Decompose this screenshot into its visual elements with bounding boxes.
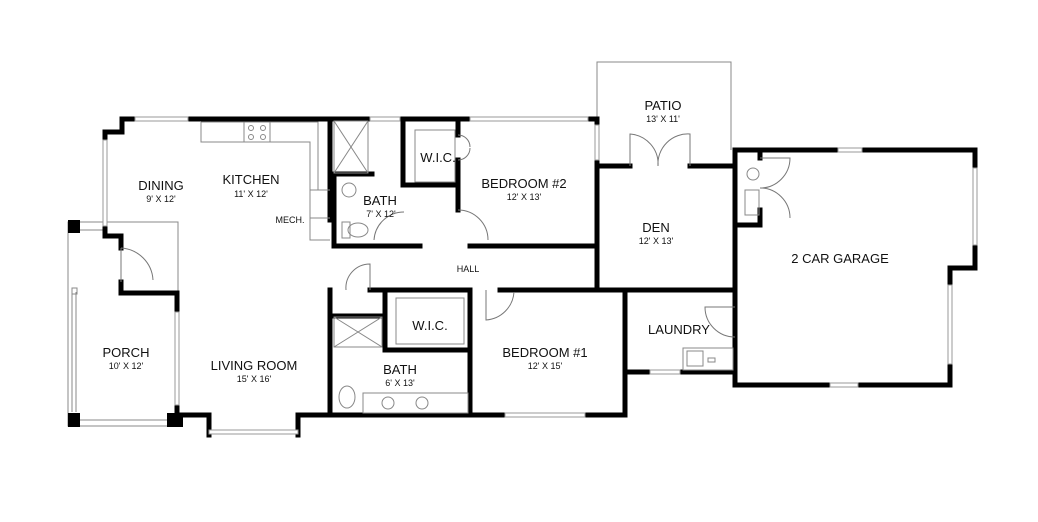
room-wic-lower: W.I.C. (412, 318, 447, 333)
room-name: PORCH (103, 345, 150, 360)
fixtures (200, 120, 760, 414)
windows (102, 116, 978, 435)
room-name: BEDROOM #2 (481, 176, 566, 191)
room-name: BEDROOM #1 (502, 345, 587, 360)
room-name: DEN (642, 220, 669, 235)
room-name: BATH (363, 193, 397, 208)
room-hall: HALL (457, 264, 480, 274)
room-size: 6' X 13' (385, 378, 415, 388)
room-bath-upper: BATH 7' X 12' (363, 193, 397, 219)
room-name: BATH (383, 362, 417, 377)
interior-walls (327, 116, 763, 418)
room-dining: DINING 9' X 12' (138, 178, 184, 204)
room-patio: PATIO 13' X 11' (644, 98, 681, 124)
room-size: 10' X 12' (109, 361, 144, 371)
room-name: KITCHEN (222, 172, 279, 187)
porch-structure (67, 220, 183, 427)
room-bedroom-1: BEDROOM #1 12' X 15' (502, 345, 587, 371)
room-porch: PORCH 10' X 12' (103, 345, 150, 371)
room-den: DEN 12' X 13' (639, 220, 674, 246)
room-garage: 2 CAR GARAGE (791, 251, 889, 266)
room-name: DINING (138, 178, 184, 193)
room-size: 11' X 12' (234, 189, 268, 199)
room-laundry: LAUNDRY (648, 322, 710, 337)
room-size: 9' X 12' (146, 194, 176, 204)
room-size: 15' X 16' (237, 374, 272, 384)
room-mech-label: MECH. (276, 215, 305, 225)
room-bedroom-2: BEDROOM #2 12' X 13' (481, 176, 566, 202)
patio-outline (596, 61, 732, 150)
room-size: 12' X 13' (507, 192, 542, 202)
doors (120, 133, 791, 338)
room-size: 13' X 11' (646, 114, 680, 124)
room-living: LIVING ROOM 15' X 16' (211, 358, 298, 384)
room-name: LIVING ROOM (211, 358, 298, 373)
room-bath-lower: BATH 6' X 13' (383, 362, 417, 388)
exterior-walls (102, 116, 978, 438)
room-kitchen: KITCHEN 11' X 12' (222, 172, 279, 199)
room-size: 12' X 15' (528, 361, 563, 371)
room-size: 12' X 13' (639, 236, 674, 246)
room-size: 7' X 12' (366, 209, 396, 219)
room-name: PATIO (644, 98, 681, 113)
room-wic-upper: W.I.C. (420, 150, 455, 165)
